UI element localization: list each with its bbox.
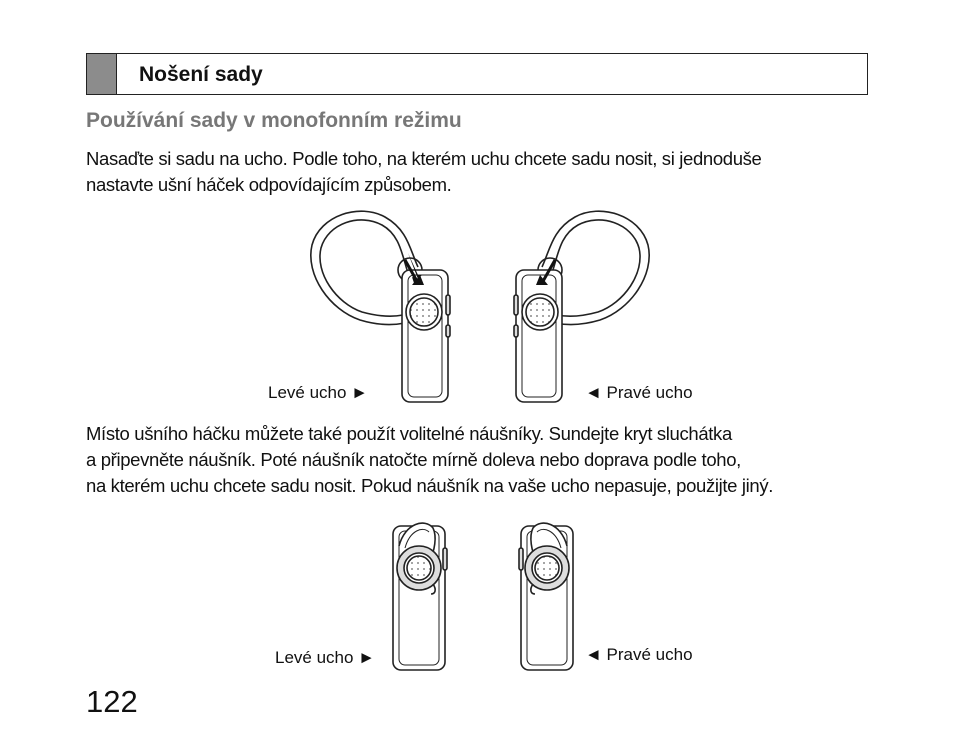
paragraph-line: na kterém uchu chcete sadu nosit. Pokud … bbox=[86, 475, 774, 496]
paragraph-line: Místo ušního háčku můžete také použít vo… bbox=[86, 423, 732, 444]
paragraph-line: a připevněte náušník. Poté náušník natoč… bbox=[86, 449, 741, 470]
right-speaker bbox=[521, 293, 559, 331]
headset-earbud-illustration bbox=[392, 522, 574, 671]
left-headset-body bbox=[401, 269, 451, 403]
figure2-left-label: Levé ucho ► bbox=[275, 648, 375, 667]
paragraph-line: Nasaďte si sadu na ucho. Podle toho, na … bbox=[86, 148, 762, 169]
figure1-left-label: Levé ucho ► bbox=[268, 383, 368, 402]
paragraph-intro: Nasaďte si sadu na ucho. Podle toho, na … bbox=[86, 146, 762, 198]
paragraph-line: nastavte ušní háček odpovídajícím způsob… bbox=[86, 174, 452, 195]
right-arrow-icon bbox=[540, 259, 557, 284]
figure2-right-label: ◄ Pravé ucho bbox=[585, 645, 693, 664]
left-earbud bbox=[396, 522, 442, 595]
left-speaker bbox=[405, 293, 443, 331]
section-tab-marker bbox=[87, 54, 117, 94]
subheading: Používání sady v monofonním režimu bbox=[86, 109, 462, 132]
section-title: Nošení sady bbox=[139, 63, 263, 86]
headset-ear-hook-illustration bbox=[310, 210, 650, 403]
right-headset-body bbox=[513, 269, 563, 403]
right-earbud bbox=[524, 522, 570, 595]
left-arrow-icon bbox=[408, 253, 422, 283]
figure1-right-label: ◄ Pravé ucho bbox=[585, 383, 693, 402]
section-header: Nošení sady bbox=[86, 53, 868, 95]
page-number: 122 bbox=[86, 684, 138, 719]
paragraph-earbuds: Místo ušního háčku můžete také použít vo… bbox=[86, 421, 773, 499]
